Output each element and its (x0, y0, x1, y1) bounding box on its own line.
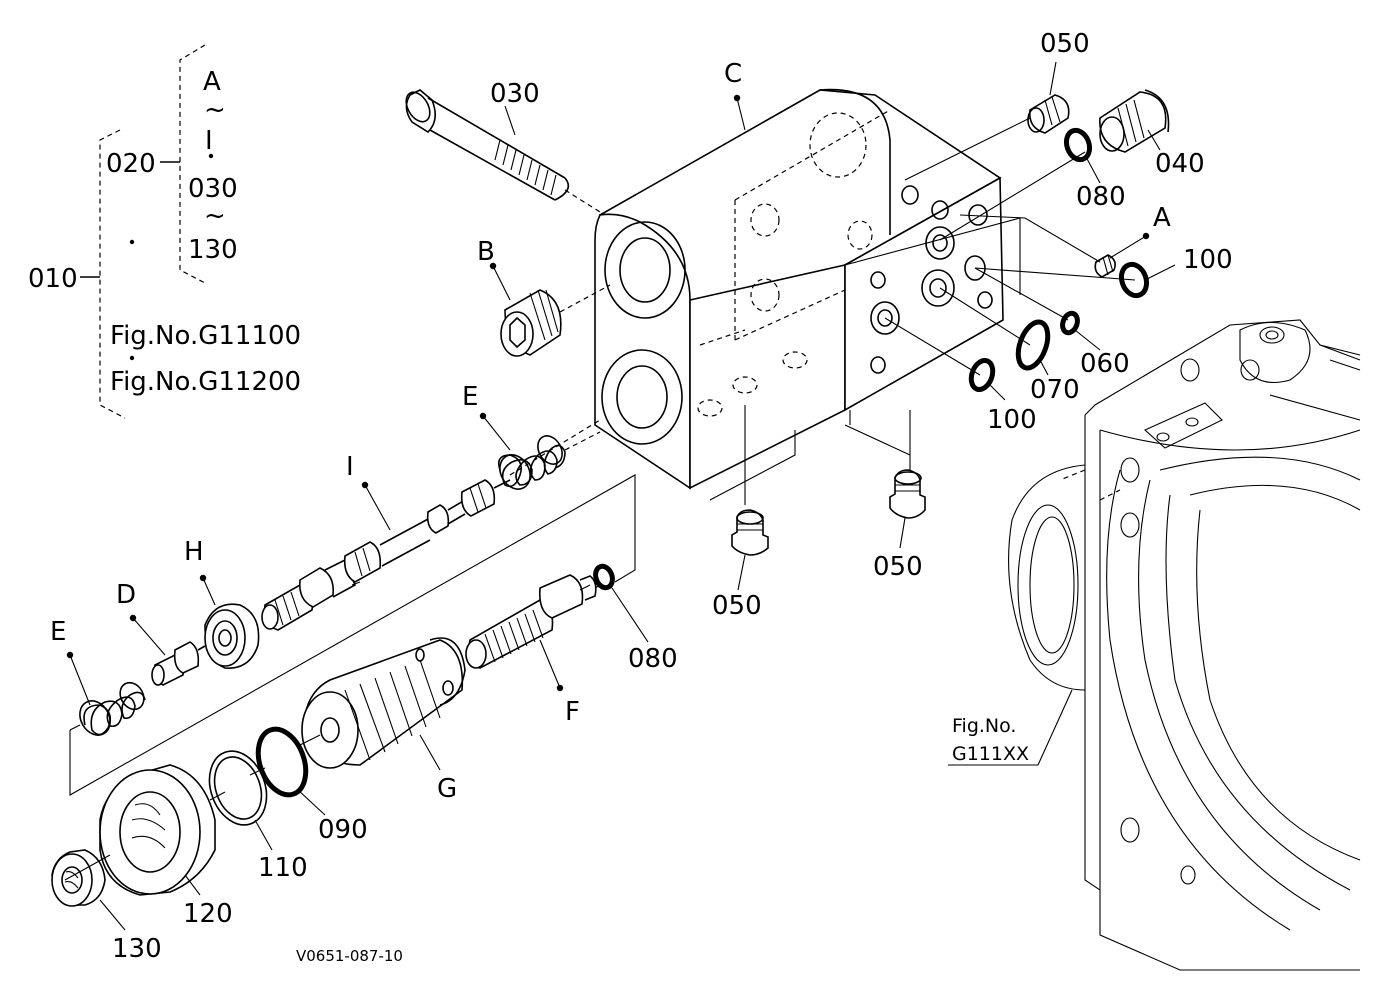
axis-lines-lower (64, 584, 591, 881)
housing-g111xx (1008, 319, 1361, 971)
label-050-top: 050 (1040, 29, 1090, 59)
tree-label-010: 010 (28, 264, 78, 294)
bolt-030 (405, 89, 601, 213)
plug-a (1094, 254, 1116, 278)
label-f: F (565, 697, 580, 727)
tree-label-020: 020 (106, 149, 156, 179)
tree-ref-g11200: Fig.No.G11200 (110, 367, 301, 397)
label-080-lower: 080 (628, 644, 678, 674)
tree-range-next: 030 (188, 174, 238, 204)
tree-ref-g11100: Fig.No.G11100 (110, 321, 301, 351)
piston-d (151, 641, 206, 686)
label-050-lower-right: 050 (873, 552, 923, 582)
label-080-top: 080 (1076, 182, 1126, 212)
assembly-lines-right (884, 117, 1136, 376)
label-060: 060 (1080, 349, 1130, 379)
nut-130 (51, 849, 106, 907)
part-labels: 030 C 050 040 080 A 100 B 060 070 100 E … (50, 29, 1233, 964)
o-ring-080-lower (593, 563, 615, 591)
plug-050-top (1027, 94, 1070, 134)
label-040: 040 (1155, 149, 1205, 179)
label-070: 070 (1030, 375, 1080, 405)
plug-050-lower-right (889, 469, 926, 519)
tree-range-sep-2: ~ (204, 201, 226, 231)
plug-050-lower-left (731, 509, 769, 556)
o-ring-100-top (1118, 261, 1150, 299)
figure-reference-g111xx: Fig.No. G111XX (948, 689, 1073, 766)
label-h: H (184, 537, 204, 567)
spring-e-lower (79, 681, 146, 736)
label-d: D (116, 580, 136, 610)
label-100-mid: 100 (987, 405, 1037, 435)
assembly-frame (69, 474, 636, 796)
tree-range-end: 130 (188, 235, 238, 265)
valve-body-c (594, 88, 1021, 490)
label-c: C (724, 59, 742, 89)
o-ring-080-top (1063, 127, 1093, 163)
leader-lines (69, 61, 1176, 931)
spring-e-upper (497, 431, 601, 490)
seat-h (204, 603, 260, 669)
tree-range-sep-1: ~ (204, 95, 226, 125)
tree-range-start: A (203, 67, 221, 97)
poppet-f (465, 574, 601, 669)
o-ring-060 (1060, 310, 1080, 336)
label-110: 110 (258, 853, 308, 883)
label-g: G (437, 774, 457, 804)
label-i: I (346, 452, 354, 482)
label-e-lower: E (50, 617, 66, 647)
fig-ref-line2: G111XX (952, 743, 1029, 765)
sleeve-g (301, 637, 466, 769)
assembly-lines-mid (709, 405, 911, 505)
spool-i (261, 479, 511, 631)
label-b: B (477, 237, 495, 267)
fig-ref-line1: Fig.No. (952, 715, 1016, 737)
part-hierarchy-tree: 010 020 A ~ I 030 ~ 130 Fig.No.G11100 Fi… (28, 44, 301, 419)
label-120: 120 (183, 899, 233, 929)
plug-b (500, 284, 611, 357)
label-050-lower-left: 050 (712, 591, 762, 621)
label-030: 030 (490, 79, 540, 109)
label-a: A (1153, 203, 1171, 233)
drawing-id: V0651-087-10 (296, 947, 403, 965)
nut-120 (99, 764, 216, 896)
label-e-upper: E (462, 382, 478, 412)
o-ring-070 (1015, 319, 1051, 371)
label-090: 090 (318, 815, 368, 845)
label-100-top: 100 (1183, 245, 1233, 275)
label-130: 130 (112, 934, 162, 964)
tree-range-mid: I (205, 126, 213, 156)
o-ring-100-mid (968, 357, 996, 393)
plug-040 (1099, 89, 1170, 153)
